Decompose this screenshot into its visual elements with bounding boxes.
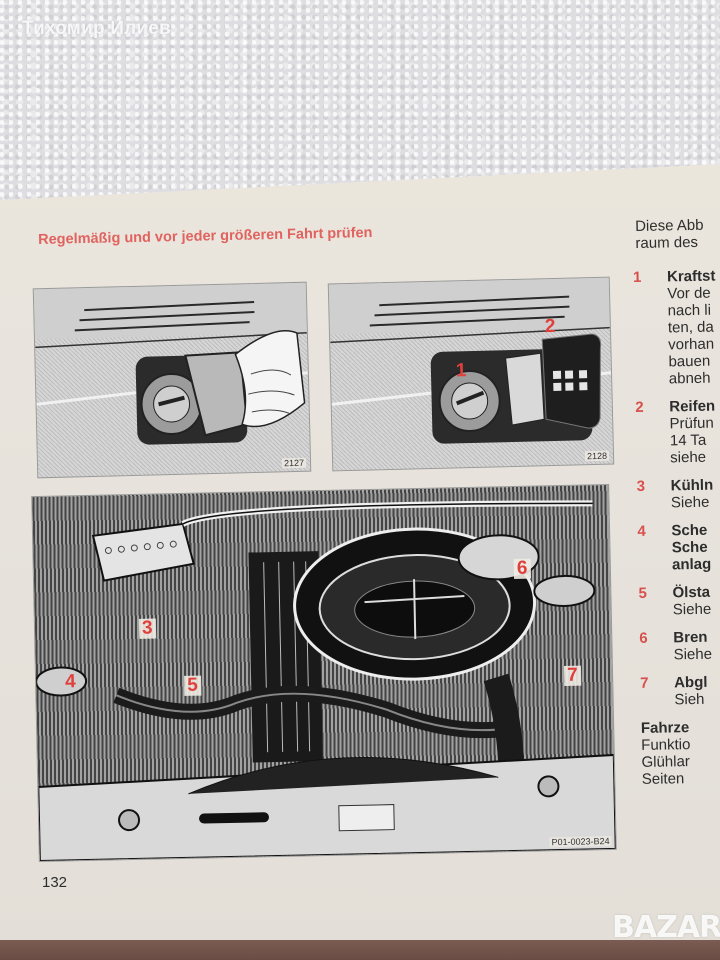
engine-bay-illustration [32, 485, 616, 861]
figure-number: P01-0023-B24 [549, 836, 612, 848]
callout-6: 6 [513, 558, 531, 579]
legend-column: Diese Abb raum des 1 Kraftst Vor de nach… [632, 216, 720, 788]
legend-item-6: 6 Bren Siehe [639, 628, 713, 664]
callout-7: 7 [563, 665, 581, 686]
callout-3: 3 [138, 618, 156, 639]
fuel-cap-hand-illustration [33, 282, 309, 445]
figure-engine-bay: 3 4 5 6 7 P01-0023-B24 [31, 483, 617, 863]
figure-fuel-cap-hand: 2127 [32, 281, 312, 479]
legend-item-7: 7 Abgl Sieh [639, 673, 708, 709]
callout-5: 5 [184, 675, 202, 696]
legend-footer: Fahrze Funktio Glühlar Seiten [640, 719, 691, 788]
fuel-cap-open-illustration [328, 277, 612, 444]
callout-1: 1 [455, 360, 467, 382]
figure-fuel-cap-open: 1 2 2128 [327, 276, 615, 472]
callout-2: 2 [544, 315, 556, 338]
table-surface [0, 940, 720, 960]
page-number: 132 [42, 874, 68, 891]
legend-item-3: 3 Kühln Siehe [636, 476, 714, 512]
callout-4: 4 [64, 671, 76, 693]
towel-background [0, 0, 720, 220]
seller-watermark: Тихомир Илиев [22, 18, 171, 39]
legend-item-2: 2 Reifen Prüfun 14 Ta siehe [635, 397, 716, 467]
figure-number: 2128 [584, 450, 610, 462]
legend-item-1: 1 Kraftst Vor de nach li ten, da vorhan … [632, 267, 716, 388]
bazar-watermark-logo: BAZAR [612, 910, 720, 945]
legend-item-5: 5 Ölsta Siehe [638, 583, 712, 619]
legend-item-4: 4 Sche Sche anlag [637, 521, 712, 574]
legend-intro: Diese Abb raum des [634, 216, 704, 252]
page-heading: Regelmäßig und vor jeder größeren Fahrt … [38, 224, 373, 248]
figure-number: 2127 [281, 457, 307, 469]
